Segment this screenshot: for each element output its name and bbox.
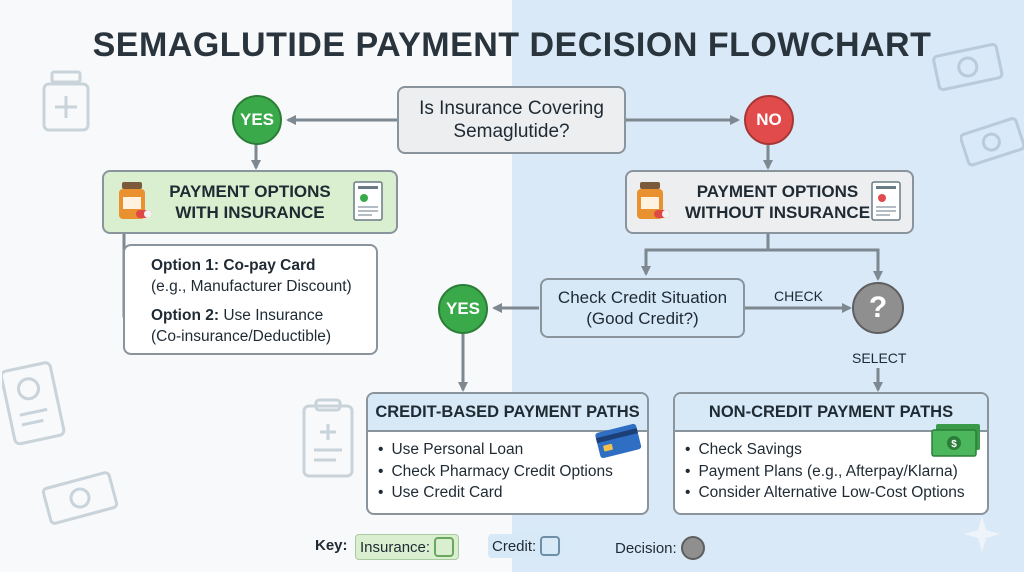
yes-circle-insurance: YES	[232, 95, 282, 145]
key-credit-label: Credit:	[492, 537, 537, 555]
credit-path-item: Use Personal Loan	[378, 439, 647, 461]
option-1-sub: (e.g., Manufacturer Discount)	[151, 277, 352, 295]
decision-circle: ?	[852, 282, 904, 334]
credit-path-item: Use Credit Card	[378, 482, 647, 504]
credit-check-line2: (Good Credit?)	[586, 309, 699, 328]
key-title: Key:	[315, 537, 348, 554]
option-1-line: Option 1: Co-pay Card	[151, 256, 352, 277]
cash-icon: $	[931, 424, 980, 457]
flowchart-title: SEMAGLUTIDE PAYMENT DECISION FLOWCHART	[92, 26, 932, 64]
noncredit-paths-header: NON-CREDIT PAYMENT PATHS	[675, 394, 987, 432]
without-insurance-box: PAYMENT OPTIONS WITHOUT INSURANCE	[625, 170, 914, 234]
key-insurance-label: Insurance:	[360, 538, 431, 556]
pill-bottle-icon	[119, 182, 152, 219]
select-label: SELECT	[852, 350, 907, 366]
key-insurance-swatch	[434, 537, 455, 557]
credit-check-line1: Check Credit Situation	[557, 288, 728, 307]
document-bg-icon	[2, 361, 66, 446]
option-1-rest: Co-pay Card	[223, 257, 316, 274]
noncredit-path-item: Payment Plans (e.g., Afterpay/Klarna)	[685, 461, 987, 483]
insurance-options-box: Option 1: Co-pay Card (e.g., Manufacture…	[123, 244, 378, 355]
key-insurance: Insurance:	[355, 534, 460, 560]
dollar-bill-bg-icon-3	[960, 117, 1024, 167]
dollar-bill-bg-icon-2	[932, 42, 1004, 92]
pill-bottle-icon-2	[637, 182, 670, 219]
sparkle-bg-icon	[964, 516, 1000, 552]
key-decision-label: Decision:	[615, 539, 677, 557]
check-label: CHECK	[774, 288, 824, 304]
credit-check-box: Check Credit Situation (Good Credit?)	[540, 278, 745, 338]
option-2-title: Option 2:	[151, 307, 220, 324]
option-1-title: Option 1:	[151, 257, 220, 274]
key-decision-swatch	[680, 536, 705, 560]
without-insurance-line1: PAYMENT OPTIONS	[696, 182, 859, 201]
svg-text:$: $	[951, 439, 957, 450]
key-label: Key:	[315, 537, 348, 554]
yes-circle-credit: YES	[438, 284, 488, 334]
option-2-line: Option 2: Use Insurance	[151, 306, 352, 327]
with-insurance-line1: PAYMENT OPTIONS	[169, 182, 331, 201]
insurance-question-text: Is Insurance Covering Semaglutide?	[419, 98, 604, 142]
key-credit: Credit:	[488, 534, 565, 558]
credit-paths-box: CREDIT-BASED PAYMENT PATHS Use Personal …	[366, 392, 649, 515]
no-circle-insurance: NO	[744, 95, 794, 145]
key-credit-swatch	[540, 536, 561, 556]
insurance-document-icon	[353, 181, 383, 221]
medicine-bottle-bg-icon	[42, 70, 90, 132]
with-insurance-box: PAYMENT OPTIONS WITH INSURANCE	[102, 170, 398, 234]
without-insurance-line2: WITHOUT INSURANCE	[684, 203, 871, 222]
noncredit-path-item: Consider Alternative Low-Cost Options	[685, 482, 987, 504]
option-2-sub: (Co-insurance/Deductible)	[151, 327, 332, 345]
credit-path-item: Check Pharmacy Credit Options	[378, 461, 647, 483]
credit-paths-header: CREDIT-BASED PAYMENT PATHS	[368, 394, 647, 432]
clipboard-bg-icon	[302, 398, 354, 478]
insurance-document-icon-2	[871, 181, 901, 221]
key-decision: Decision:	[615, 534, 705, 562]
dollar-bill-bg-icon	[41, 471, 119, 525]
noncredit-path-item: Check Savings	[685, 439, 987, 461]
option-2-rest: Use Insurance	[223, 307, 324, 324]
credit-card-icon	[595, 423, 642, 458]
insurance-question-box: Is Insurance Covering Semaglutide?	[397, 86, 626, 154]
with-insurance-line2: WITH INSURANCE	[175, 203, 325, 222]
